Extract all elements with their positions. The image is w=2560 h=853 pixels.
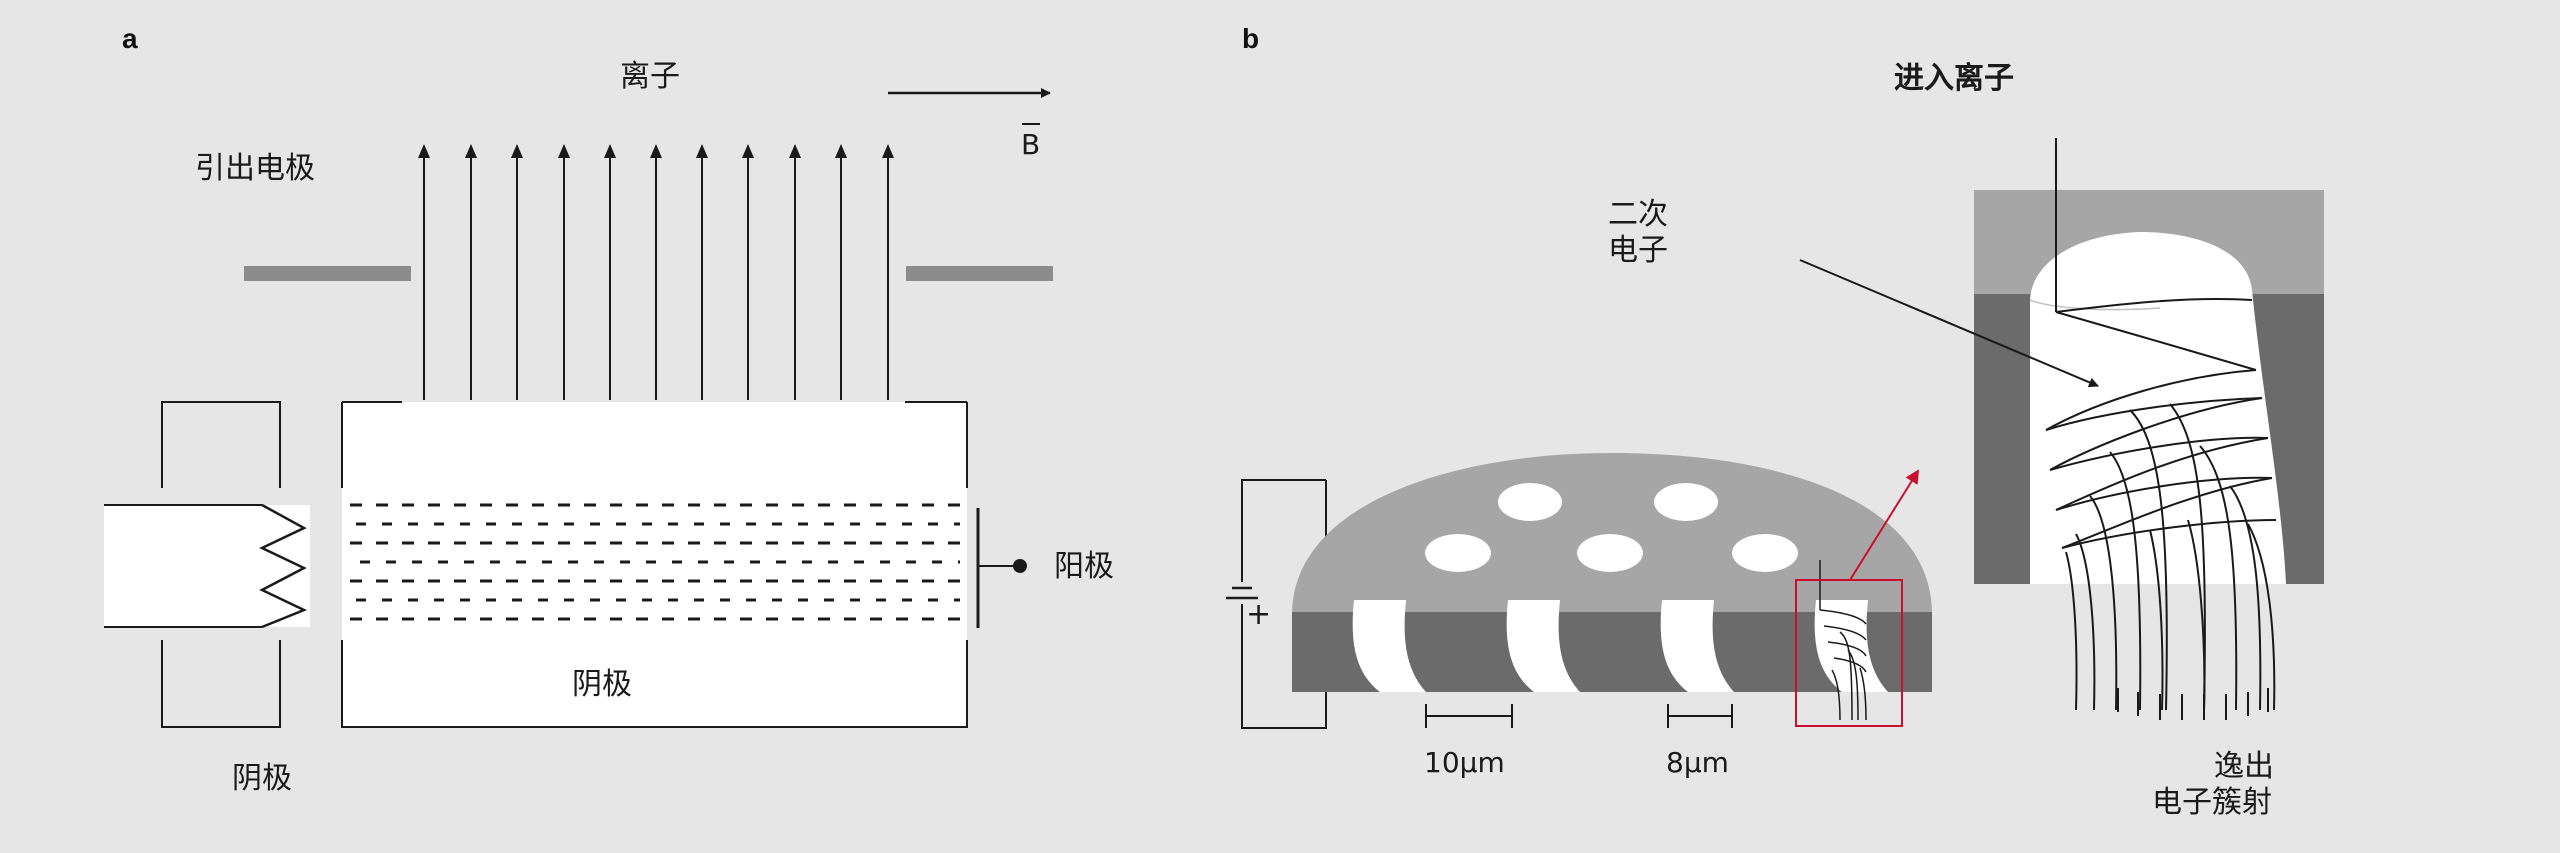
magnified-region-box: [1795, 579, 1903, 727]
scale-bar-8: [1667, 704, 1733, 728]
escape-label-line2: 电子簇射: [2152, 785, 2272, 820]
filament-block: [104, 505, 310, 627]
mcp-disc-top: [1292, 453, 1932, 612]
circuit-wire-bottom: [1241, 604, 1327, 729]
chamber-outline: [341, 402, 968, 728]
ion-beam-arrows: [418, 144, 894, 400]
filament-zigzag: [259, 503, 308, 629]
zoom-channel: [2030, 232, 2286, 584]
cathode-outer-label: 阴极: [232, 761, 292, 796]
magnetic-field-label: B: [1021, 128, 1040, 161]
scale-bar-10: [1425, 704, 1513, 728]
plasma-lines: [350, 503, 960, 621]
electron-tail-dashes: [2117, 688, 2269, 720]
panel-a-letter: a: [122, 23, 138, 54]
secondary-electron-label-line2: 电子: [1608, 233, 1668, 268]
escape-label-line1: 逸出: [2214, 749, 2274, 784]
mcp-channels: [1352, 600, 1888, 692]
scale-8-label: 8μm: [1666, 746, 1729, 779]
discharge-chamber: [342, 402, 967, 727]
circuit-wire-top: [1241, 479, 1326, 582]
magnify-arrow: [1849, 469, 1920, 581]
extraction-electrode-label: 引出电极: [195, 151, 315, 186]
secondary-electron-pointer: [1799, 259, 2099, 388]
panel-b-letter: b: [1242, 23, 1259, 54]
mini-electron-paths: [1819, 560, 1867, 721]
secondary-electron-label-line1: 二次: [1608, 197, 1668, 232]
extraction-electrode-left: [244, 266, 411, 281]
cathode-inner-label: 阴极: [572, 667, 632, 702]
scale-10-label: 10μm: [1424, 746, 1505, 779]
panel-b: b +: [1226, 23, 2324, 820]
anode-terminal: [1013, 559, 1027, 573]
extraction-electrode-right: [906, 266, 1053, 281]
battery-sign: +: [1246, 597, 1271, 632]
anode-label: 阳极: [1054, 549, 1114, 584]
electron-cascade-paths: [2045, 297, 2277, 711]
mcp-holes: [1425, 483, 1798, 572]
panel-a: a 离子 B 引出电极: [104, 23, 1114, 796]
ions-label: 离子: [620, 59, 680, 94]
incoming-ion-label: 进入离子: [1894, 61, 2014, 96]
